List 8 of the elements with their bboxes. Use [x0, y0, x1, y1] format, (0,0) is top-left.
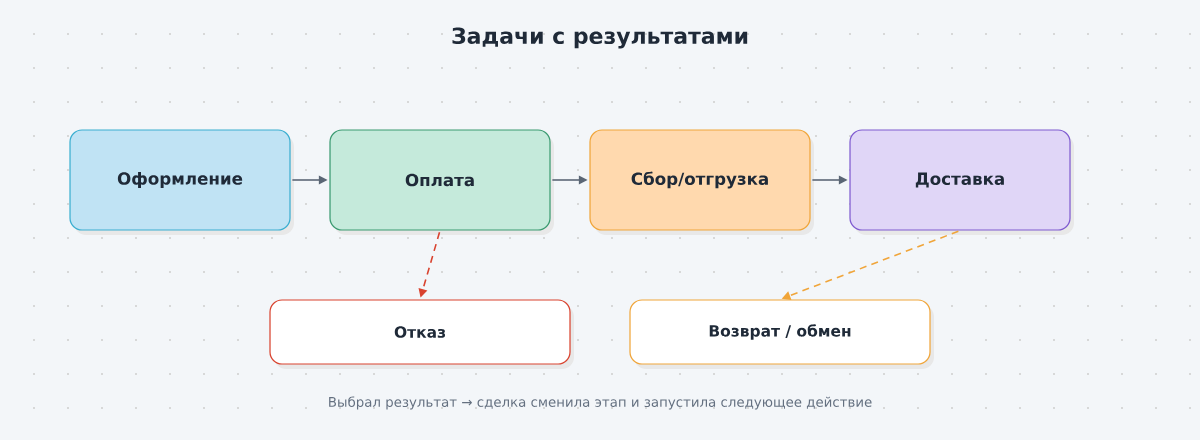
process-box: Сбор/отгрузка	[589, 129, 814, 235]
process-box: Оплата	[329, 129, 554, 235]
process-box: Отказ	[269, 299, 574, 369]
caption: Выбрал результат → сделка сменила этап и запустила следующее действие	[329, 396, 872, 410]
title: Задачи с результатами	[452, 27, 748, 49]
process-box: Доставка	[849, 129, 1074, 235]
process-box: Возврат / обмен	[629, 299, 934, 369]
process-box: Оформление	[69, 129, 294, 235]
